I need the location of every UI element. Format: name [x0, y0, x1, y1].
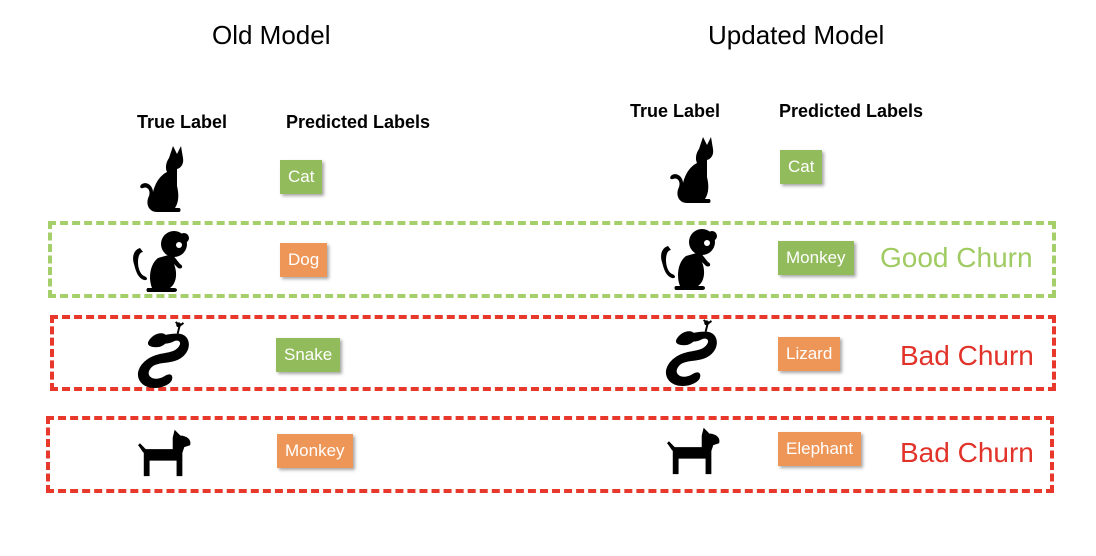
- cat-icon: [140, 146, 184, 212]
- old-true-label-header: True Label: [137, 112, 228, 132]
- bad-churn-label-1: Bad Churn: [900, 340, 1034, 371]
- dog-icon: [138, 429, 191, 477]
- updated-predicted-header: Predicted Labels: [779, 101, 924, 121]
- updated-true-label-header: True Label: [630, 101, 721, 121]
- dog-icon: [667, 427, 720, 475]
- cat-icon: [670, 137, 714, 203]
- snake-icon: [664, 318, 718, 387]
- old-prediction-tag-3: Snake: [276, 338, 341, 372]
- bad-churn-label-2: Bad Churn: [900, 437, 1034, 468]
- good-churn-box: [48, 221, 1056, 298]
- old-model-title: Old Model: [212, 20, 331, 50]
- updated-prediction-tag-1: Cat: [780, 150, 823, 184]
- updated-prediction-tag-3: Lizard: [778, 337, 841, 371]
- old-prediction-tag-4: Monkey: [277, 434, 353, 468]
- monkey-icon: [133, 231, 189, 292]
- updated-prediction-tag-4: Elephant: [778, 432, 862, 466]
- snake-icon: [136, 320, 190, 389]
- bad-churn-box-1: [50, 315, 1056, 391]
- old-predicted-header: Predicted Labels: [286, 112, 431, 132]
- bad-churn-box-2: [46, 416, 1054, 493]
- updated-prediction-tag-2: Monkey: [778, 241, 854, 275]
- old-prediction-tag-2: Dog: [280, 243, 328, 277]
- monkey-icon: [661, 229, 717, 290]
- good-churn-label: Good Churn: [880, 242, 1033, 273]
- old-prediction-tag-1: Cat: [280, 160, 323, 194]
- updated-model-title: Updated Model: [708, 20, 885, 50]
